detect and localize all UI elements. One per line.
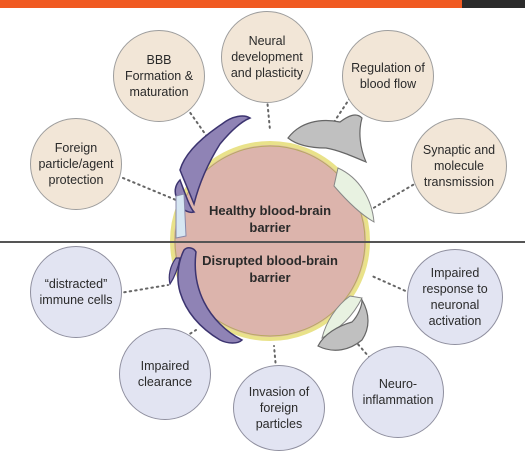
pericyte-disrupted <box>317 297 369 351</box>
healthy-function-bbb-formation: BBB Formation & maturation <box>113 30 205 122</box>
endothelial-cell-disrupted <box>321 295 363 339</box>
disrupted-outcome-impaired-clearance: Impaired clearance <box>119 328 211 420</box>
connector-impaired-response <box>371 275 411 294</box>
healthy-function-synaptic-transmission: Synaptic and molecule transmission <box>411 118 507 214</box>
pericyte-healthy <box>287 114 368 164</box>
astrocyte-endfoot-disrupted-tail <box>168 257 181 286</box>
astrocyte-endfoot-healthy <box>179 115 252 207</box>
astrocyte-endfoot-disrupted <box>177 247 244 344</box>
disrupted-outcome-neuroinflammation: Neuro- inflammation <box>352 346 444 438</box>
healthy-function-foreign-protection: Foreign particle/agent protection <box>30 118 122 210</box>
healthy-function-blood-flow: Regulation of blood flow <box>342 30 434 122</box>
healthy-bbb-label: Healthy blood-brain barrier <box>208 203 332 235</box>
disrupted-outcome-distracted-immune: “distracted” immune cells <box>30 246 122 338</box>
connector-invasion <box>273 345 277 369</box>
healthy-function-neural-development: Neural development and plasticity <box>221 11 313 103</box>
header-bar <box>0 0 462 8</box>
header-bar-dark <box>462 0 525 8</box>
disrupted-bbb-label: Disrupted blood-brain barrier <box>202 253 338 285</box>
connector-synaptic <box>369 181 419 211</box>
disrupted-outcome-impaired-response: Impaired response to neuronal activation <box>407 249 503 345</box>
disrupted-outcome-invasion: Invasion of foreign particles <box>233 365 325 451</box>
endothelial-cell-healthy <box>333 167 375 223</box>
connector-foreign-protection <box>122 177 177 201</box>
connector-blood-flow <box>329 97 351 129</box>
tight-junction-piece <box>175 193 187 239</box>
